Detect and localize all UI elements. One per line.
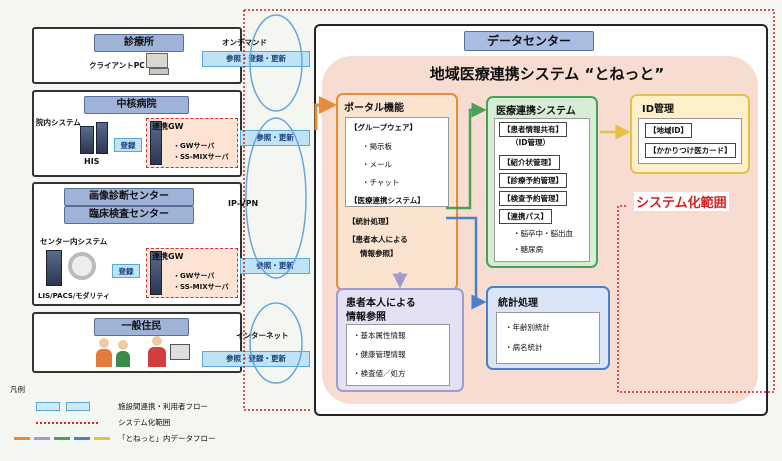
system-scope-label: システム化範囲 <box>634 192 729 211</box>
lab-values-item: ・検査値／処方 <box>353 369 406 378</box>
exam-booking: 【検査予約管理】 <box>499 191 567 206</box>
client-pc-label: クライアントPC <box>89 61 145 70</box>
legend-flow-label: 施設間連携・利用者フロー <box>118 402 208 411</box>
portal-head: ポータル機能 <box>344 103 404 114</box>
modality-icon <box>68 252 96 280</box>
core-gw-box: 連携GW ・GWサーバ ・SS-MIXサーバ <box>146 118 238 168</box>
stats-box: 統計処理 ・年齢別統計 ・病名統計 <box>486 286 610 370</box>
regional-id: 【地域ID】 <box>645 123 693 138</box>
core-gw-server-icon <box>150 121 162 165</box>
legend-flow-colors <box>14 434 118 444</box>
legend-single-arrow <box>36 402 60 411</box>
imaging-gw-box: 連携GW ・GWサーバ ・SS-MIXサーバ <box>146 248 238 298</box>
legend-scope-label: システム化範囲 <box>118 418 171 427</box>
basic-attr-item: ・基本属性情報 <box>353 331 406 340</box>
person-icon-3 <box>148 336 166 368</box>
id-mgmt-box: ID管理 【地域ID】 【かかりつけ医カード】 <box>630 94 750 174</box>
portal-patient-ref-2: 情報参照】 <box>360 249 398 258</box>
core-hospital-title: 中核病院 <box>84 96 189 114</box>
lab-center-title: 臨床検査センター <box>64 206 194 224</box>
patient-ref-head-1: 患者本人による <box>346 298 416 309</box>
path-item-1: ・脳卒中・脳出血 <box>513 229 573 238</box>
patient-ref-box: 患者本人による 情報参照 ・基本属性情報 ・健康管理情報 ・検査値／処方 <box>336 288 464 392</box>
ipvpn-label: IP-VPN <box>228 199 259 208</box>
inhouse-system-label: 院内システム <box>36 118 81 127</box>
person-icon-1 <box>96 338 112 368</box>
legend-double-arrow <box>66 402 90 411</box>
core-gw-title: 連携GW <box>152 122 184 131</box>
legend-title: 凡例 <box>10 385 25 394</box>
legend-panel: 凡例 施設間連携・利用者フロー システム化範囲 「とねっと」内データフロー <box>8 378 308 458</box>
his-label: HIS <box>84 157 100 166</box>
stats-head: 統計処理 <box>498 298 538 309</box>
his-server-icon <box>80 126 94 154</box>
portal-med-system-label: 【医療連携システム】 <box>350 196 425 205</box>
patient-sharing-label: 【患者情報共有】 <box>499 122 567 137</box>
age-stats-item: ・年齢別統計 <box>505 323 550 332</box>
id-mgmt-inner: 【地域ID】 【かかりつけ医カード】 <box>638 118 742 164</box>
patient-ref-inner: ・基本属性情報 ・健康管理情報 ・検査値／処方 <box>346 324 450 386</box>
portal-box: ポータル機能 【グループウェア】 ・掲示板 ・メール ・チャット 【医療連携シス… <box>336 93 458 291</box>
his-server-icon-2 <box>96 122 108 154</box>
imaging-gw-item-2: ・SS-MIXサーバ <box>173 283 229 291</box>
legend-scope-line <box>36 422 98 424</box>
groupware-panel: 【グループウェア】 ・掲示板 ・メール ・チャット 【医療連携システム】 <box>345 117 449 207</box>
imaging-gw-title: 連携GW <box>152 252 184 261</box>
care-path: 【連携パス】 <box>499 209 552 224</box>
network-cloud <box>245 14 307 384</box>
lis-server-icon <box>46 250 62 286</box>
portal-patient-ref-1: 【患者本人による <box>348 235 408 244</box>
referral-mgmt: 【紹介状管理】 <box>499 155 560 170</box>
portal-stats-label: 【統計処理】 <box>348 217 393 226</box>
id-mgmt-head: ID管理 <box>642 104 675 115</box>
imaging-center-title: 画像診断センター <box>64 188 194 206</box>
path-item-2: ・糖尿病 <box>513 245 543 254</box>
resident-pc-icon <box>170 344 190 360</box>
clinic-title: 診療所 <box>94 34 184 52</box>
groupware-item-1: ・掲示板 <box>362 142 392 151</box>
family-doctor-card: 【かかりつけ医カード】 <box>645 143 736 158</box>
disease-stats-item: ・病名統計 <box>505 343 543 352</box>
groupware-item-2: ・メール <box>362 160 392 169</box>
consult-booking: 【診療予約管理】 <box>499 173 567 188</box>
residents-title: 一般住民 <box>94 318 189 336</box>
core-gw-item-1: ・GWサーバ <box>173 142 215 150</box>
core-register-arrow: 登録 <box>114 138 142 152</box>
imaging-gw-item-1: ・GWサーバ <box>173 272 215 280</box>
groupware-item-3: ・チャット <box>362 178 400 187</box>
datacenter-title: データセンター <box>464 31 594 51</box>
med-system-head: 医療連携システム <box>496 106 576 117</box>
patient-ref-head-2: 情報参照 <box>346 312 386 323</box>
core-gw-item-2: ・SS-MIXサーバ <box>173 153 229 161</box>
core-hospital-panel: 中核病院 院内システム HIS 登録 連携GW ・GWサーバ ・SS-MIXサー… <box>32 90 242 177</box>
lis-label: LIS/PACS/モダリティ <box>38 292 111 300</box>
region-title: 地域医療連携システム “とねっと” <box>429 65 665 83</box>
imaging-center-panel: 画像診断センター 臨床検査センター センター内システム LIS/PACS/モダリ… <box>32 182 242 306</box>
med-system-box: 医療連携システム 【患者情報共有】 （ID管理） 【紹介状管理】 【診療予約管理… <box>486 96 598 268</box>
stats-inner: ・年齢別統計 ・病名統計 <box>496 312 600 364</box>
med-system-inner: 【患者情報共有】 （ID管理） 【紹介状管理】 【診療予約管理】 【検査予約管理… <box>494 118 590 262</box>
person-icon-2 <box>116 340 130 368</box>
center-system-label: センター内システム <box>40 237 108 246</box>
groupware-label: 【グループウェア】 <box>350 123 418 132</box>
imaging-register-arrow: 登録 <box>112 264 140 278</box>
legend-data-flow-label: 「とねっと」内データフロー <box>118 434 216 443</box>
pc-icon <box>146 53 170 75</box>
imaging-gw-server-icon <box>150 251 162 295</box>
health-mgmt-item: ・健康管理情報 <box>353 350 406 359</box>
id-management-sub: （ID管理） <box>511 138 551 147</box>
